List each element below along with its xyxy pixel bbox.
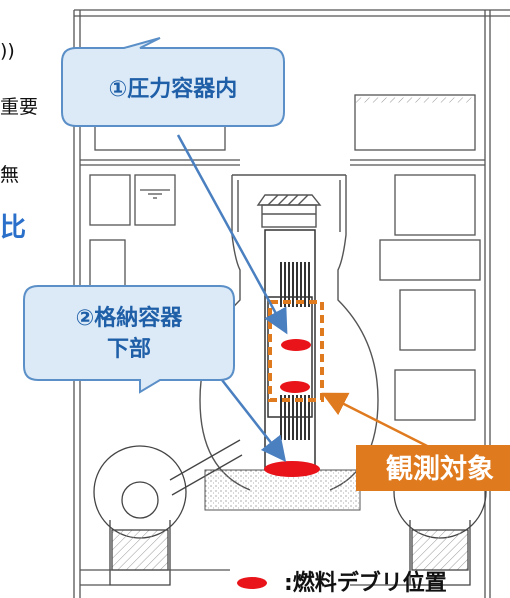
legend-debris-swatch — [237, 577, 267, 589]
lower-control-rods — [278, 395, 310, 440]
debris-marker-pedestal — [264, 461, 320, 477]
arrow-containment — [221, 379, 287, 462]
cropped-text-4: 比 — [0, 213, 27, 243]
pedestal-floor — [204, 469, 361, 511]
observation-target-box — [268, 300, 324, 402]
arrow-observation-target — [321, 392, 436, 452]
callout-pressure-vessel-label: ①圧力容器内 — [109, 76, 238, 102]
debris-marker-upper — [281, 339, 311, 351]
upper-fuel-rods — [278, 262, 310, 307]
debris-marker-middle — [280, 381, 310, 393]
legend: :燃料デブリ位置 — [237, 570, 447, 596]
callout-containment-label-2: 下部 — [107, 336, 151, 362]
cropped-text-2: 重要 — [0, 96, 39, 118]
callout-containment: ②格納容器 下部 — [23, 285, 235, 394]
callout-containment-label-1: ②格納容器 — [76, 305, 184, 331]
observation-target-label: 観測対象 — [386, 453, 494, 485]
cropped-text-3: 無 — [0, 164, 20, 186]
suppression-chamber-left — [93, 439, 243, 586]
arrow-pressure-vessel — [176, 134, 288, 335]
suppression-chamber-right — [393, 445, 487, 586]
cropped-text-1: )) — [0, 40, 15, 62]
observation-target-label-box: 観測対象 — [356, 445, 510, 491]
legend-label: :燃料デブリ位置 — [284, 570, 447, 596]
callout-pressure-vessel: ①圧力容器内 — [61, 37, 285, 127]
